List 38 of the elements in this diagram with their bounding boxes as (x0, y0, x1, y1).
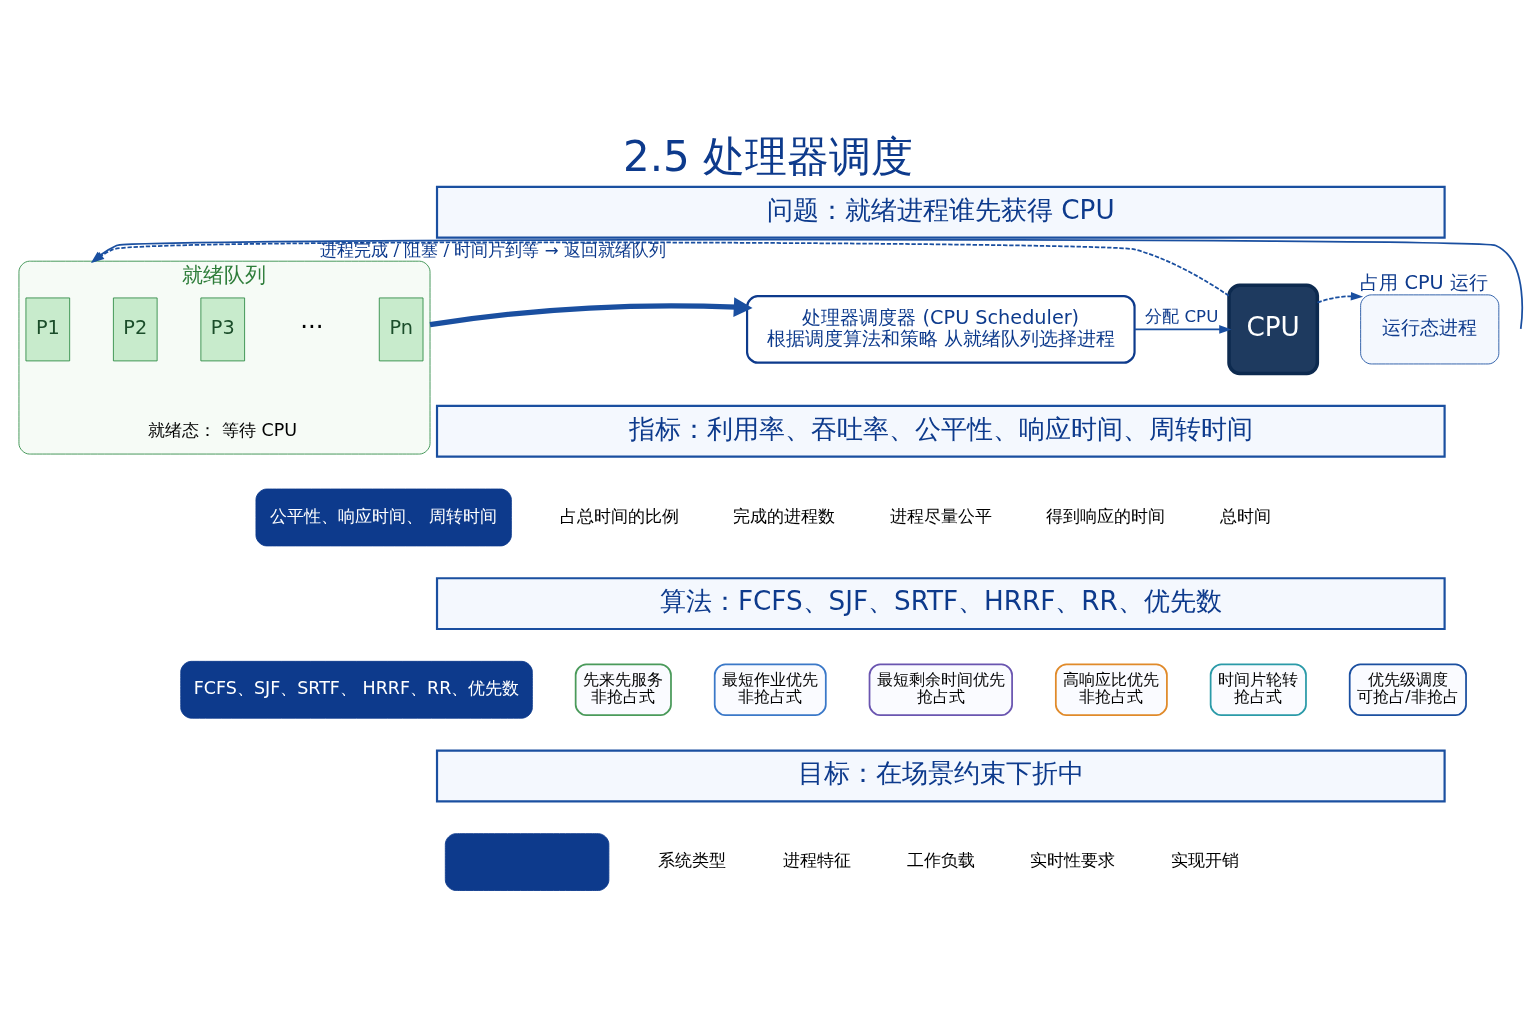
edge-label: 分配 CPU (1145, 306, 1219, 326)
arrow (429, 297, 753, 328)
node-box: 运行态进程 (1360, 294, 1500, 365)
label: 实时性要求 (1030, 851, 1116, 871)
label: ··· (300, 312, 324, 342)
label: 得到响应的时间 (1045, 506, 1165, 526)
node-box: P3 (200, 297, 246, 362)
node-box: 最短剩余时间优先 抢占式 (868, 663, 1013, 716)
node-box: 最短作业优先 非抢占式 (713, 663, 827, 716)
node-box: Pn (378, 297, 424, 362)
node-box: P2 (112, 297, 158, 362)
diagram-title: 2.5 处理器调度 (622, 131, 914, 181)
arrow (1133, 325, 1232, 334)
label: 总时间 (1219, 506, 1271, 526)
node-label: 占用 CPU 运行 (1360, 271, 1488, 295)
label: 工作负载 (906, 851, 975, 871)
edge-label: 进程完成 / 阻塞 / 时间片到等 → 返回就绪队列 (320, 240, 666, 260)
node-box: 算法：FCFS、SJF、SRTF、HRRF、RR、优先数 (435, 577, 1446, 631)
node-box: FCFS、SJF、SRTF、 HRRF、RR、优先数 (180, 660, 533, 719)
node-box: 先来先服务 非抢占式 (574, 663, 672, 716)
node-box: P1 (25, 297, 71, 362)
label: 系统类型 (658, 851, 727, 871)
node-box: 目标：在场景约束下折中 (435, 749, 1446, 803)
node-box: 指标：利用率、吞吐率、公平性、响应时间、周转时间 (435, 404, 1446, 458)
node-box: 高响应比优先 非抢占式 (1054, 663, 1168, 716)
node-box: 问题：就绪进程谁先获得 CPU (435, 185, 1446, 239)
node-box: 时间片轮转 抢占式 (1209, 663, 1307, 716)
label: 进程尽量公平 (889, 506, 992, 526)
node-box: 处理器调度器 (CPU Scheduler) 根据调度算法和策略 从就绪队列选择进程 (746, 295, 1136, 364)
label: 进程特征 (782, 851, 851, 871)
arrow (1316, 291, 1364, 304)
label: 实现开销 (1170, 851, 1239, 871)
node-box: 公平性、响应时间、 周转时间 (255, 488, 512, 547)
node-box: CPU (1227, 283, 1320, 376)
label: 占总时间的比例 (560, 506, 680, 526)
label: 完成的进程数 (733, 506, 836, 526)
node-box: 优先级调度 可抢占/非抢占 (1348, 663, 1467, 716)
node-box (444, 833, 610, 891)
